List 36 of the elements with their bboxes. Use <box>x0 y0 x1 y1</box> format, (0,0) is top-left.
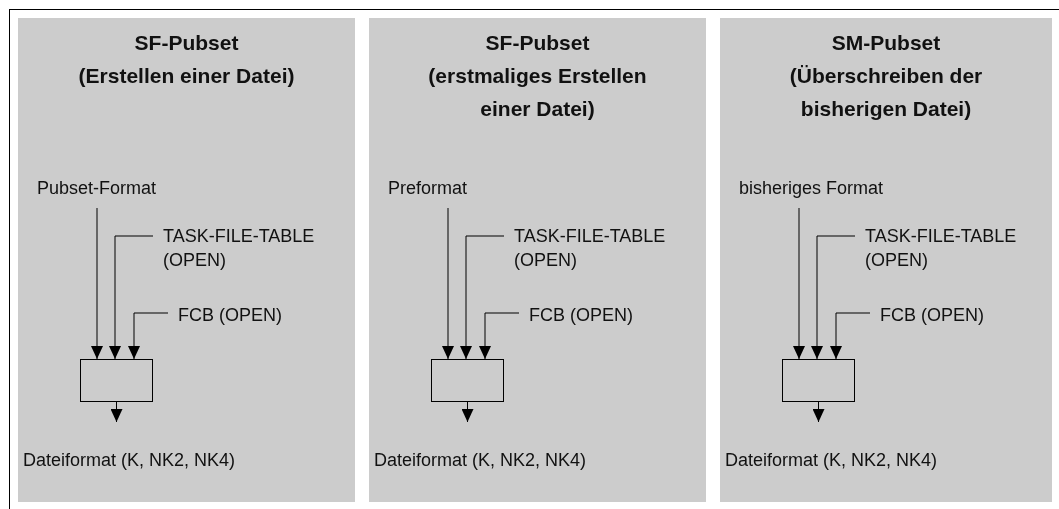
panel-background <box>18 18 355 502</box>
process-box <box>431 359 504 402</box>
arrow <box>812 401 825 423</box>
panel-subtitle: (Erstellen einer Datei) <box>77 63 296 89</box>
input-label: bisheriges Format <box>739 177 884 200</box>
arrow <box>442 207 454 360</box>
input-label: FCB (OPEN) <box>880 304 984 327</box>
panel-subtitle: (erstmaliges Erstellen einer Datei) <box>427 63 648 122</box>
panel-title: SM-Pubset <box>830 30 942 56</box>
panel-subtitle: (Überschreiben der bisherigen Datei) <box>788 63 984 122</box>
input-label: Preformat <box>388 177 468 200</box>
arrow <box>811 235 856 360</box>
input-label: TASK-FILE-TABLE (OPEN) <box>865 225 1018 272</box>
panel-background <box>720 18 1052 502</box>
process-box <box>782 359 855 402</box>
input-label: Pubset-Format <box>37 177 157 200</box>
input-label: FCB (OPEN) <box>178 304 282 327</box>
arrow <box>128 312 169 360</box>
arrow <box>460 235 505 360</box>
output-label: Dateiformat (K, NK2, NK4) <box>725 449 938 472</box>
process-box <box>80 359 153 402</box>
panel-title: SF-Pubset <box>133 30 240 56</box>
input-label: TASK-FILE-TABLE (OPEN) <box>163 225 316 272</box>
arrow <box>110 401 123 423</box>
arrow <box>479 312 520 360</box>
output-label: Dateiformat (K, NK2, NK4) <box>374 449 587 472</box>
output-label: Dateiformat (K, NK2, NK4) <box>23 449 236 472</box>
panel-background <box>369 18 706 502</box>
arrow <box>793 207 805 360</box>
panel-title: SF-Pubset <box>484 30 591 56</box>
input-label: FCB (OPEN) <box>529 304 633 327</box>
arrow <box>830 312 871 360</box>
arrow <box>461 401 474 423</box>
arrow <box>109 235 154 360</box>
input-label: TASK-FILE-TABLE (OPEN) <box>514 225 667 272</box>
arrow <box>91 207 103 360</box>
